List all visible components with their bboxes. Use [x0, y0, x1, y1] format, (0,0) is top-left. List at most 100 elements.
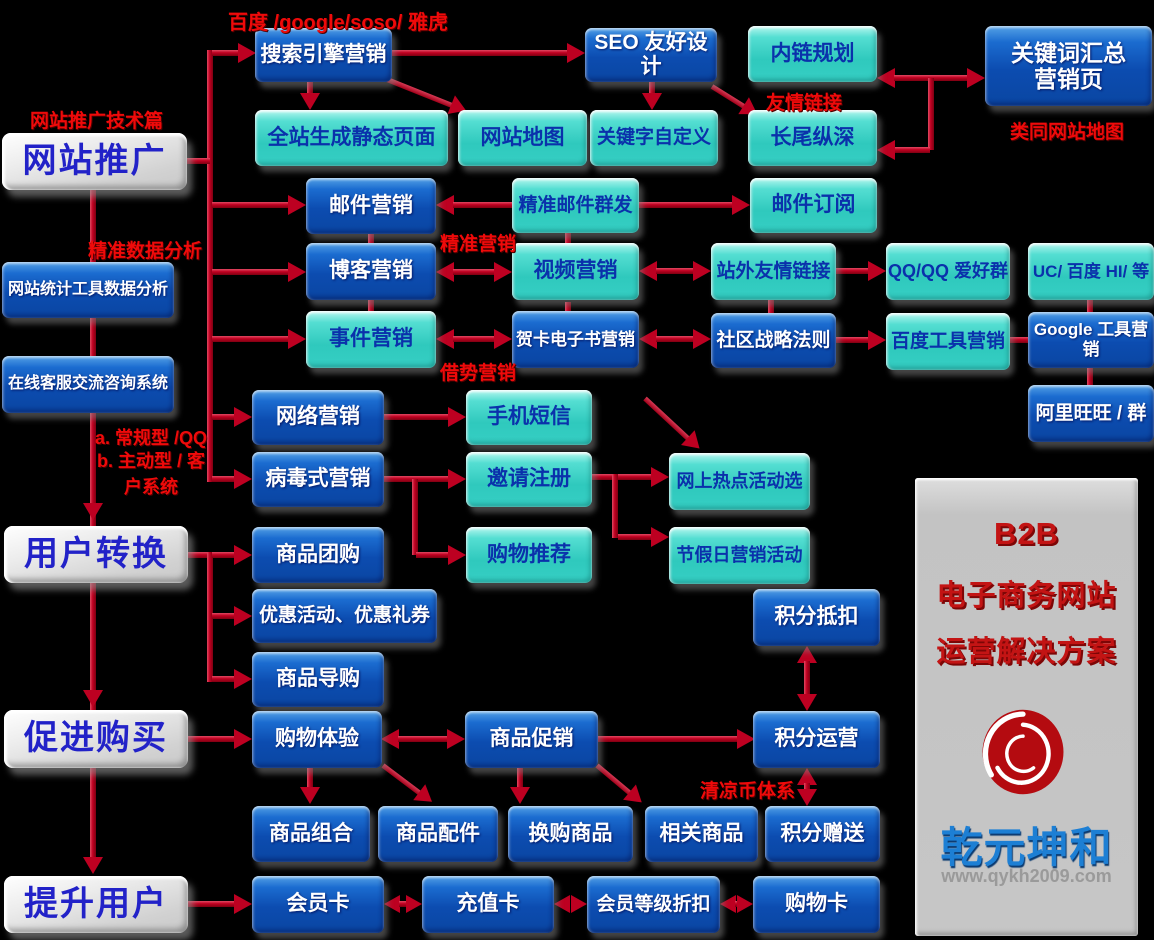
arrowhead-icon [967, 68, 985, 88]
arrowhead-icon [83, 857, 103, 874]
arrowhead-icon [238, 43, 256, 63]
connector-arrow [399, 901, 407, 907]
connector-arrow [188, 901, 234, 907]
arrowhead-icon [436, 329, 454, 349]
node-invite-register: 邀请注册 [466, 452, 592, 507]
arrowhead-icon [868, 330, 886, 350]
connector-arrow [836, 337, 870, 343]
node-longtail: 长尾纵深 [748, 110, 877, 166]
connector-arrow [412, 479, 418, 555]
node-user-conversion: 用户转换 [4, 526, 188, 583]
arrowhead-icon [639, 261, 657, 281]
connector-arrow [384, 414, 448, 420]
node-seo-friendly-design: SEO 友好设计 [585, 28, 717, 82]
node-exchange-product: 换购商品 [508, 806, 633, 862]
node-product-combo: 商品组合 [252, 806, 370, 862]
arrowhead-icon [406, 895, 422, 913]
node-group-buy: 商品团购 [252, 527, 384, 583]
connector-stub [368, 233, 374, 245]
arrowhead-icon [642, 93, 662, 110]
annotation-friend-links: 友情链接 [766, 93, 843, 114]
node-shopping-experience: 购物体验 [252, 711, 382, 768]
connector-arrow [735, 901, 738, 907]
arrowhead-icon [737, 895, 753, 913]
connector-arrow [656, 336, 694, 342]
connector-arrow [836, 268, 870, 274]
node-static-pages: 全站生成静态页面 [255, 110, 448, 166]
arrowhead-icon [554, 895, 570, 913]
node-blog-marketing: 博客营销 [306, 243, 436, 300]
node-sitemap: 网站地图 [458, 110, 587, 166]
arrowhead-icon [651, 527, 669, 547]
arrowhead-icon [381, 729, 399, 749]
connector-stub [1087, 368, 1093, 386]
node-line: 关键词汇总 [1011, 39, 1126, 66]
annotation-type-b: b. 主动型 / 客 户系统 [86, 447, 216, 499]
annotation-precise-marketing: 精准营销 [440, 234, 517, 255]
node-viral-marketing: 病毒式营销 [252, 452, 384, 507]
node-email-marketing: 邮件营销 [306, 178, 436, 234]
connector-diagonal [381, 763, 439, 810]
connector-arrow [592, 474, 651, 480]
arrowhead-icon [447, 729, 465, 749]
node-points-gift: 积分赠送 [765, 806, 880, 862]
node-coupons: 优惠活动、优惠礼券 [252, 589, 437, 643]
node-holiday-marketing: 节假日营销活动 [669, 527, 810, 584]
node-video-marketing: 视频营销 [512, 243, 639, 300]
annotation-line: b. 主动型 / 客 [97, 451, 205, 471]
arrowhead-icon [83, 503, 103, 520]
node-ecard-ebook: 贺卡电子书营销 [512, 311, 639, 368]
node-shopping-card: 购物卡 [753, 876, 880, 933]
connector-arrow [416, 552, 448, 558]
arrowhead-icon [288, 329, 306, 349]
node-keyword-custom: 关键字自定义 [590, 110, 718, 166]
connector-arrow [212, 552, 234, 558]
arrowhead-icon [571, 895, 587, 913]
b2b-solution-panel: B2B 电子商务网站 运营解决方案 乾元坤和 www.qykh2009.com [915, 478, 1138, 936]
connector-arrow [398, 736, 447, 742]
connector-arrow [804, 661, 810, 696]
arrowhead-icon [234, 894, 252, 914]
connector-arrow [618, 534, 651, 540]
arrowhead-icon [234, 606, 252, 626]
connector-arrow [188, 736, 234, 742]
node-sms: 手机短信 [466, 390, 592, 445]
connector-arrow [649, 82, 655, 95]
node-points-deduct: 积分抵扣 [753, 589, 880, 646]
node-google-tools: Google 工具营销 [1028, 312, 1154, 368]
node-uc-baidu-hi: UC/ 百度 HI/ 等 [1028, 243, 1154, 300]
annotation-type-a: a. 常规型 /QQ [95, 428, 208, 448]
node-hot-activity: 网上热点活动选 [669, 453, 810, 510]
connector-arrow [598, 736, 737, 742]
node-baidu-tools: 百度工具营销 [886, 313, 1010, 370]
arrowhead-icon [797, 768, 817, 785]
node-promote-purchase: 促进购买 [4, 710, 188, 768]
node-points-operation: 积分运营 [753, 711, 880, 768]
node-member-card: 会员卡 [252, 876, 384, 933]
arrowhead-icon [567, 43, 585, 63]
connector-stub [368, 300, 374, 312]
node-qq-groups: QQ/QQ 爱好群 [886, 243, 1010, 300]
connector-arrow [186, 158, 210, 164]
arrowhead-icon [234, 407, 252, 427]
connector-stub [565, 232, 571, 245]
connector-arrow [307, 82, 313, 95]
connector-stub [1010, 337, 1028, 343]
connector-diagonal [643, 396, 707, 456]
arrowhead-icon [288, 262, 306, 282]
connector-stub [768, 300, 774, 314]
arrowhead-icon [448, 545, 466, 565]
node-inner-link-plan: 内链规划 [748, 26, 877, 82]
panel-title-b2b: B2B [993, 516, 1059, 551]
connector-arrow [188, 552, 212, 558]
connector-trunk-right [207, 50, 213, 482]
node-analytics: 网站统计工具数据分析 [2, 262, 174, 318]
connector-arrow [894, 147, 930, 153]
panel-title-line3: 运营解决方案 [936, 636, 1117, 668]
connector-stub [1087, 300, 1093, 313]
arrowhead-icon [877, 140, 895, 160]
arrowhead-icon [797, 646, 817, 663]
node-search-engine-marketing: 搜索引擎营销 [255, 28, 392, 82]
node-aliwangwang: 阿里旺旺 / 群 [1028, 385, 1154, 442]
